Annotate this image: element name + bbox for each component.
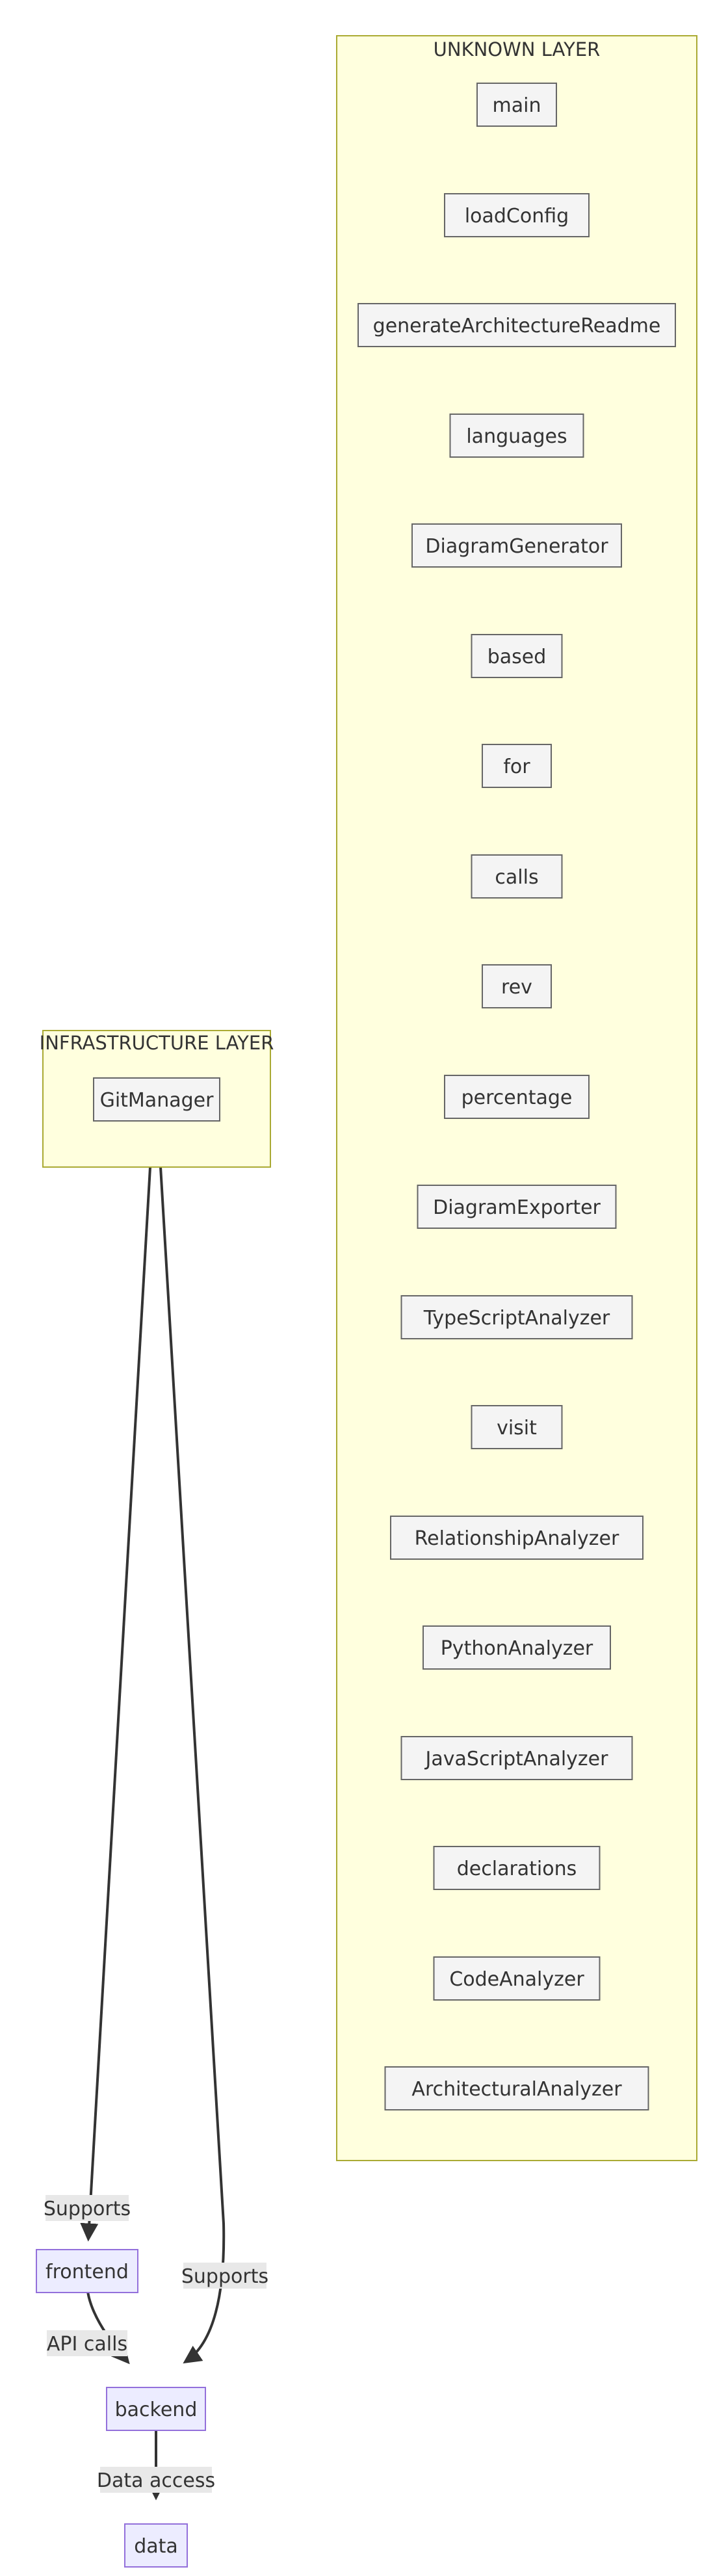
edge-label-text: Supports xyxy=(44,2198,131,2220)
layer-node[interactable]: DiagramGenerator xyxy=(411,523,622,568)
layer-node[interactable]: PythonAnalyzer xyxy=(422,1625,611,1670)
layer-node-box xyxy=(400,1736,633,1780)
node-frontend-box xyxy=(36,2249,138,2293)
layer-node-box xyxy=(93,1077,220,1122)
layer-node-box xyxy=(482,964,552,1008)
edges xyxy=(80,1155,226,2501)
layer-node[interactable]: loadConfig xyxy=(444,193,590,237)
layer-node-label: GitManager xyxy=(100,1089,214,1112)
layer-node-label: DiagramExporter xyxy=(433,1196,601,1219)
layer-node[interactable]: main xyxy=(476,83,557,127)
layer-node-label: generateArchitectureReadme xyxy=(373,315,661,337)
edge-infrastructure-to-backend xyxy=(159,1155,226,2364)
layer-node-box xyxy=(433,1956,601,2001)
layer-node[interactable]: generateArchitectureReadme xyxy=(358,303,676,347)
node-backend-box xyxy=(106,2387,206,2431)
layer-unknown: UNKNOWN LAYER main loadConfig generateArch… xyxy=(336,35,697,2161)
layer-node[interactable]: CodeAnalyzer xyxy=(433,1956,601,2001)
layer-node[interactable]: RelationshipAnalyzer xyxy=(390,1516,644,1560)
layer-node-box xyxy=(449,414,584,458)
edge-label-text: Supports xyxy=(181,2265,268,2288)
layer-node-box xyxy=(433,1846,601,1890)
layer-node-label: JavaScriptAnalyzer xyxy=(424,1748,609,1770)
layer-unknown-title: UNKNOWN LAYER xyxy=(434,38,601,60)
layer-node-box xyxy=(411,523,622,568)
layer-node-box xyxy=(444,193,590,237)
edge-label: Supports xyxy=(44,2195,131,2221)
node-data-label: data xyxy=(134,2535,178,2558)
layer-node[interactable]: rev xyxy=(482,964,552,1008)
layer-infrastructure-title: INFRASTRUCTURE LAYER xyxy=(40,1032,274,1054)
node-data-box xyxy=(124,2523,188,2568)
edge-label-bg xyxy=(100,2467,212,2493)
layer-node-box xyxy=(422,1625,611,1670)
layer-node-label: visit xyxy=(497,1417,537,1439)
layer-node-box xyxy=(482,744,552,788)
edge-label-bg xyxy=(46,2195,129,2221)
layer-node[interactable]: based xyxy=(471,634,563,678)
edge-label: API calls xyxy=(47,2330,127,2356)
edge-label: Supports xyxy=(181,2263,268,2289)
layer-node-box xyxy=(390,1516,644,1560)
layer-node[interactable]: GitManager xyxy=(93,1077,220,1122)
layer-node-label: loadConfig xyxy=(465,205,569,228)
layer-node-box xyxy=(417,1185,617,1229)
layer-node-label: declarations xyxy=(457,1858,577,1880)
layer-node-label: main xyxy=(493,94,541,117)
node-frontend[interactable]: frontend xyxy=(36,2249,138,2293)
layer-node-label: percentage xyxy=(462,1086,573,1109)
layer-node[interactable]: JavaScriptAnalyzer xyxy=(400,1736,633,1780)
layer-node-box xyxy=(476,83,557,127)
layer-node-box xyxy=(471,854,563,899)
layer-node-box xyxy=(358,303,676,347)
layer-node[interactable]: TypeScriptAnalyzer xyxy=(400,1295,633,1339)
layer-node[interactable]: percentage xyxy=(444,1075,590,1119)
layer-node-label: ArchitecturalAnalyzer xyxy=(411,2078,622,2101)
layer-node-box xyxy=(384,2066,649,2110)
node-backend[interactable]: backend xyxy=(106,2387,206,2431)
layer-node-box xyxy=(471,634,563,678)
layer-node-label: RelationshipAnalyzer xyxy=(415,1527,619,1550)
layer-infrastructure: INFRASTRUCTURE LAYER GitManager xyxy=(40,1030,274,1168)
node-frontend-label: frontend xyxy=(46,2261,129,2283)
edge-infrastructure-to-frontend xyxy=(80,1155,152,2242)
layer-node[interactable]: declarations xyxy=(433,1846,601,1890)
layer-node-label: languages xyxy=(466,425,567,448)
layer-node-label: calls xyxy=(495,866,538,889)
layer-node[interactable]: calls xyxy=(471,854,563,899)
edge-label: Data access xyxy=(97,2467,215,2493)
edge-label-bg xyxy=(47,2330,127,2356)
layer-node-box xyxy=(400,1295,633,1339)
layer-node-label: CodeAnalyzer xyxy=(449,1968,584,1991)
edge-label-text: API calls xyxy=(47,2333,127,2356)
layer-node[interactable]: visit xyxy=(471,1405,563,1449)
node-data[interactable]: data xyxy=(124,2523,188,2568)
layer-unknown-nodes: main loadConfig generateArchitectureReadme… xyxy=(358,83,676,2110)
layer-node-label: DiagramGenerator xyxy=(425,535,608,558)
layer-node-label: based xyxy=(488,646,547,668)
layer-node-label: TypeScriptAnalyzer xyxy=(423,1307,610,1330)
layer-node[interactable]: languages xyxy=(449,414,584,458)
layer-node-box xyxy=(471,1405,563,1449)
layer-node[interactable]: ArchitecturalAnalyzer xyxy=(384,2066,649,2110)
layer-node-box xyxy=(444,1075,590,1119)
layer-node-label: rev xyxy=(501,976,532,999)
layer-node-label: for xyxy=(503,756,530,778)
layer-node-label: PythonAnalyzer xyxy=(441,1637,593,1660)
layer-node[interactable]: for xyxy=(482,744,552,788)
edge-label-bg xyxy=(183,2263,266,2289)
edge-label-text: Data access xyxy=(97,2469,215,2492)
node-backend-label: backend xyxy=(115,2399,198,2421)
layer-node[interactable]: DiagramExporter xyxy=(417,1185,617,1229)
